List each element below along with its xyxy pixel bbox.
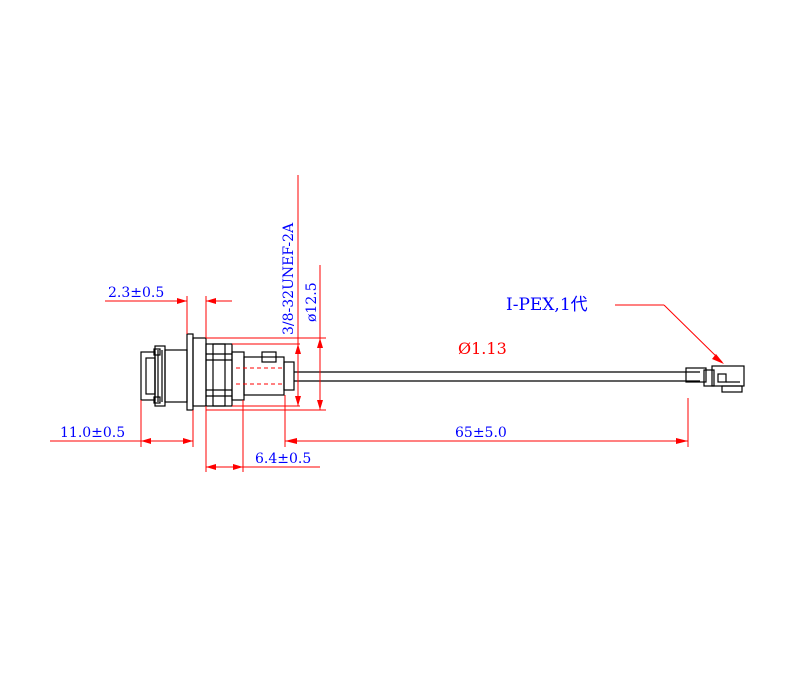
dim-rear-length: 6.4±0.5 <box>205 400 320 472</box>
dim-thread-spec-label: 3/8-32UNEF-2A <box>281 222 297 335</box>
dim-cable-length-label: 65±5.0 <box>455 425 507 441</box>
dim-flange-thickness: 2.3±0.5 <box>105 285 232 338</box>
ipex-connector-label: I-PEX,1代 <box>506 295 588 315</box>
ipex-leader: I-PEX,1代 <box>506 295 724 364</box>
dim-body-diameter: ø12.5 <box>206 265 326 411</box>
bnc-connector <box>140 333 295 411</box>
dim-front-length-label: 11.0±0.5 <box>60 425 125 441</box>
dim-body-diameter-label: ø12.5 <box>304 282 320 322</box>
dim-flange-thickness-label: 2.3±0.5 <box>108 285 164 301</box>
dim-rear-length-label: 6.4±0.5 <box>255 451 311 467</box>
dim-cable-length: 65±5.0 <box>284 395 689 447</box>
ipex-connector <box>685 365 745 393</box>
cable-diameter-label: Ø1.13 <box>458 339 507 358</box>
dim-thread-spec: 3/8-32UNEF-2A <box>232 175 301 407</box>
dim-front-length: 11.0±0.5 <box>50 400 194 447</box>
coax-cable <box>294 371 700 382</box>
